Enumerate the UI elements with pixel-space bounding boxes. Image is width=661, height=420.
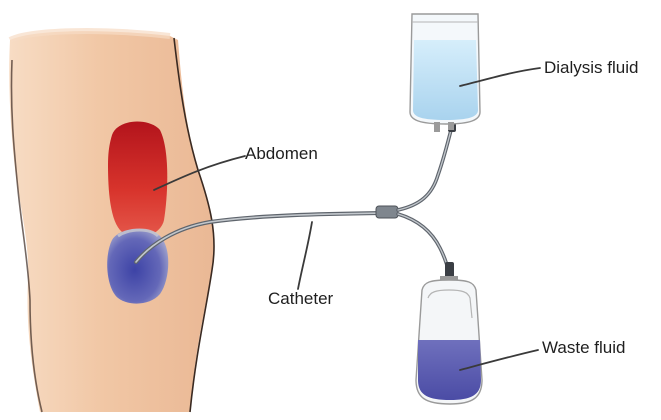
leader-catheter [298, 222, 312, 289]
label-abdomen: Abdomen [245, 144, 318, 164]
y-connector [376, 206, 398, 218]
label-waste-fluid: Waste fluid [542, 338, 625, 358]
abdomen-cavity-red [108, 122, 167, 237]
inflow-tube [398, 126, 452, 210]
label-dialysis-fluid: Dialysis fluid [544, 58, 638, 78]
torso [9, 31, 214, 412]
waste-fluid-bag [416, 276, 482, 404]
label-catheter: Catheter [268, 289, 333, 309]
dialysis-fluid-bag [410, 14, 480, 132]
outflow-tube [398, 214, 450, 278]
